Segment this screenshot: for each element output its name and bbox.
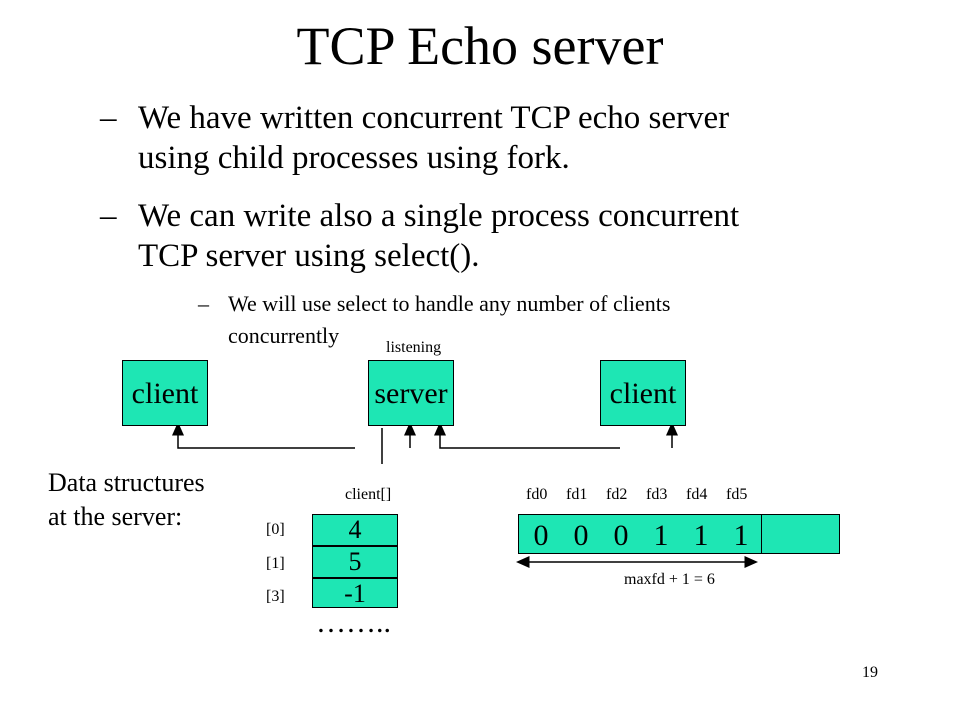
data-structures-line1: Data structures <box>48 468 205 497</box>
fd-bit-0: 0 <box>533 519 549 552</box>
client-array-label: client[] <box>345 486 392 503</box>
client-cell-1: 5 <box>312 546 398 578</box>
fd-bit-5: 1 <box>733 519 749 552</box>
sub-bullet-line2: concurrently <box>228 323 340 348</box>
fd-set-divider <box>761 514 762 554</box>
fd-bit-2: 0 <box>613 519 629 552</box>
fd-label-5: fd5 <box>726 486 748 503</box>
maxfd-label: maxfd + 1 = 6 <box>624 571 715 588</box>
fd-label-4: fd4 <box>686 486 708 503</box>
bullet-2-line2: TCP server using select(). <box>138 238 480 274</box>
bullet-1-line1: We have written concurrent TCP echo serv… <box>138 100 730 136</box>
client-right-box: client <box>600 360 686 426</box>
data-structures-label: Data structures at the server: <box>48 466 205 534</box>
fd-bit-4: 1 <box>693 519 709 552</box>
right-client-link <box>434 422 620 449</box>
fd-label-0: fd0 <box>526 486 548 503</box>
client-index-2: [3] <box>266 588 285 605</box>
fd-label-3: fd3 <box>646 486 668 503</box>
page-number: 19 <box>862 664 878 681</box>
client-left-box: client <box>122 360 208 426</box>
client-cell-2: -1 <box>312 578 398 608</box>
left-client-link <box>172 422 355 449</box>
fd-bit-3: 1 <box>653 519 669 552</box>
fd-label-1: fd1 <box>566 486 588 503</box>
sub-bullet-dash: – <box>198 291 209 316</box>
bullet-2-line1: We can write also a single process concu… <box>138 198 740 234</box>
fd-set-box: 0 0 0 1 1 1 <box>518 514 840 554</box>
client-index-1: [1] <box>266 555 285 572</box>
bullet-1-line2: using child processes using fork. <box>138 140 570 176</box>
sub-bullet-line1: We will use select to handle any number … <box>228 291 671 316</box>
client-index-0: [0] <box>266 521 285 538</box>
client-array-ellipsis: …….. <box>316 606 391 639</box>
listening-label: listening <box>386 339 442 356</box>
fd-label-2: fd2 <box>606 486 628 503</box>
server-box: server <box>368 360 454 426</box>
client-cell-0: 4 <box>312 514 398 546</box>
fd-bit-1: 0 <box>573 519 589 552</box>
data-structures-line2: at the server: <box>48 502 183 531</box>
bullet-2-dash: – <box>100 198 117 234</box>
bullet-1-dash: – <box>100 100 117 136</box>
slide-title: TCP Echo server <box>296 16 664 76</box>
